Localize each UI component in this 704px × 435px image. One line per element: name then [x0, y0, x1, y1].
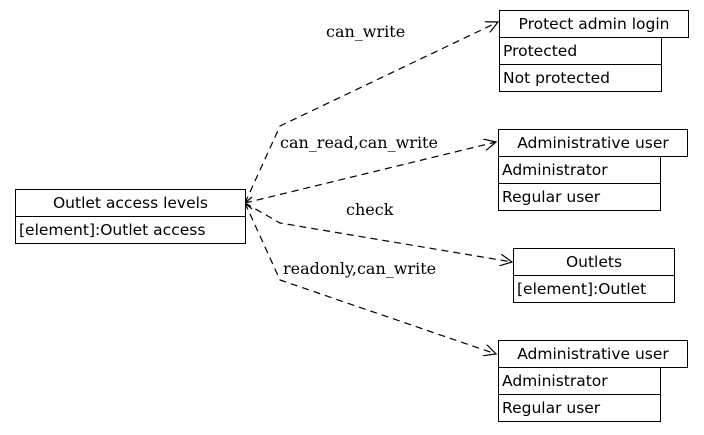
edge-label-can-write: can_write	[326, 22, 405, 41]
node-outlet-access-levels-element: [element]:Outlet access	[15, 216, 246, 244]
node-admin-user-1-title: Administrative user	[498, 129, 688, 157]
node-protect-admin-login-option: Not protected	[499, 64, 662, 92]
edge-label-can-read-can-write: can_read,can_write	[280, 133, 438, 152]
node-admin-user-1-option: Administrator	[498, 156, 661, 184]
edge-to-protect-admin-login	[244, 22, 498, 204]
node-admin-user-2-option: Regular user	[498, 394, 661, 422]
node-outlets-element: [element]:Outlet	[513, 275, 675, 303]
edge-to-outlets	[244, 202, 512, 262]
edge-label-readonly-can-write: readonly,can_write	[283, 259, 436, 278]
edge-label-check: check	[346, 200, 394, 219]
edge-to-admin-user-2	[244, 202, 496, 354]
node-admin-user-2-title: Administrative user	[498, 340, 688, 368]
node-protect-admin-login-title: Protect admin login	[499, 10, 689, 38]
node-outlet-access-levels-title: Outlet access levels	[15, 189, 246, 217]
node-outlets-title: Outlets	[513, 248, 675, 276]
node-admin-user-1-option: Regular user	[498, 183, 661, 211]
node-protect-admin-login-option: Protected	[499, 37, 662, 65]
node-admin-user-2-option: Administrator	[498, 367, 661, 395]
